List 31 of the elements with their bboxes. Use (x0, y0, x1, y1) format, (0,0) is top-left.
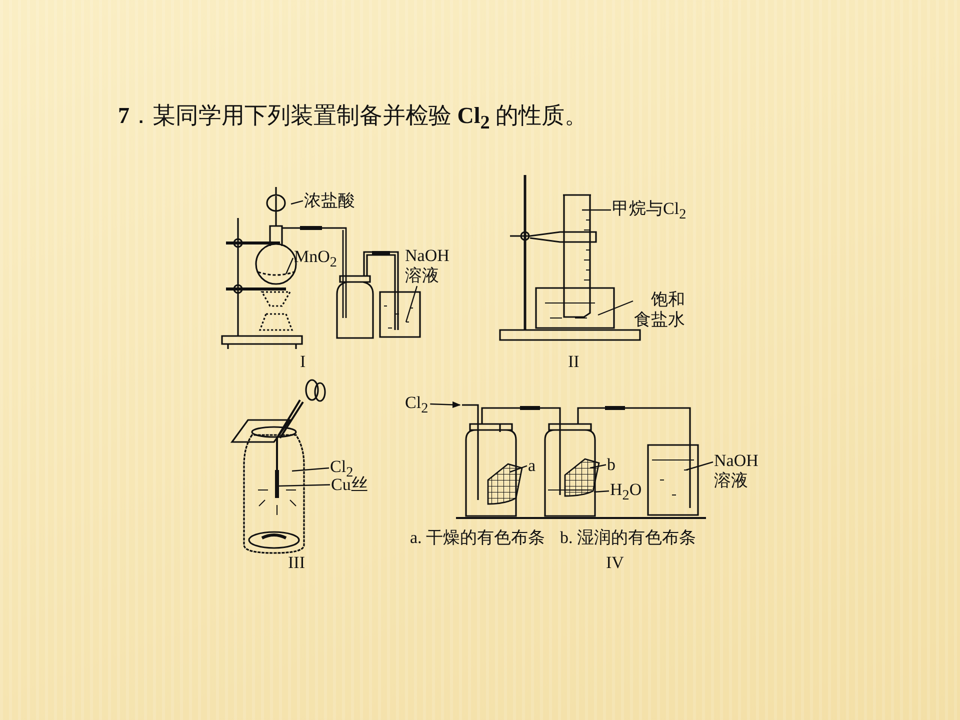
leader-line (285, 258, 294, 274)
callout-label: Cl$_{2}$ (405, 393, 428, 417)
leader-line (278, 484, 330, 487)
callout-label: b (607, 455, 616, 475)
leader-line (582, 209, 611, 211)
leader-line (594, 490, 610, 493)
arrow (430, 401, 461, 408)
figure-number: I (300, 352, 306, 372)
question-title: 7．某同学用下列装置制备并检验 Cl$_{2}$ 的性质。 (118, 102, 588, 135)
callout-label: 浓盐酸 (304, 191, 355, 211)
leader-line (598, 300, 634, 316)
glass-tube-drawing (462, 404, 479, 500)
callout-label: MnO$_{2}$ (294, 247, 337, 271)
callout-label: 饱和食盐水 (634, 290, 685, 330)
callout-label: NaOH溶液 (405, 246, 453, 286)
figure-number: II (568, 352, 580, 372)
callout-label: Cu丝 (331, 475, 368, 495)
leader-line (590, 464, 606, 469)
callout-label: NaOH溶液 (714, 451, 762, 490)
callout-label: H$_{2}$O (610, 480, 642, 504)
leader-line (405, 286, 418, 322)
figure-number: IV (606, 553, 624, 573)
leader-line (686, 461, 714, 471)
leader-line (290, 200, 304, 205)
figure-number: III (288, 553, 305, 573)
leader-line (510, 465, 528, 473)
leader-line (292, 467, 330, 472)
legend-note: b. 湿润的有色布条 (560, 527, 696, 549)
callout-label: a (528, 456, 536, 476)
legend-note: a. 干燥的有色布条 (410, 527, 546, 549)
callout-label: 甲烷与Cl$_{2}$ (612, 199, 686, 223)
